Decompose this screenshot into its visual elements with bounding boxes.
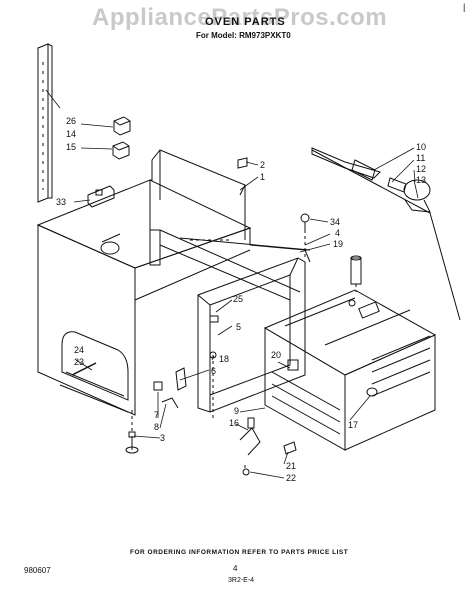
callout-6: 6	[211, 366, 216, 376]
callout-23: 23	[74, 357, 84, 367]
callout-18: 18	[219, 354, 229, 364]
part-3-leg	[125, 431, 139, 454]
callout-3: 3	[160, 433, 165, 443]
part-8-bracket	[161, 397, 179, 409]
callout-labels: 26 14 15 33 2 1 10 11 12 13 34 4 19 25 5…	[56, 116, 426, 483]
part-21-clip	[283, 441, 297, 455]
callout-19: 19	[333, 239, 343, 249]
part-16-valve	[239, 417, 261, 456]
callout-14: 14	[66, 129, 76, 139]
part-4-frame	[179, 237, 311, 263]
callout-11: 11	[416, 153, 425, 163]
watermark: AppliancePartsPros.com	[92, 4, 388, 31]
callout-7: 7	[154, 410, 159, 420]
leader-lines	[45, 89, 419, 479]
oven-cabinet	[36, 149, 301, 416]
part-2-clip	[237, 157, 248, 169]
callout-9: 9	[234, 406, 239, 416]
ordering-info: FOR ORDERING INFORMATION REFER TO PARTS …	[130, 549, 349, 556]
part-6-bracket	[175, 367, 187, 391]
diagram-title: OVEN PARTS	[205, 16, 286, 28]
callout-8: 8	[154, 422, 159, 432]
part-7-block	[153, 381, 163, 391]
callout-16: 16	[229, 418, 239, 428]
part-33-bracket	[87, 185, 115, 208]
callout-1: 1	[260, 172, 265, 182]
callout-33: 33	[56, 197, 66, 207]
callout-24: 24	[74, 345, 84, 355]
part-5-door-frame	[197, 257, 306, 413]
callout-4: 4	[335, 228, 340, 238]
callout-5: 5	[236, 322, 241, 332]
callout-20: 20	[271, 350, 281, 360]
part-22-screw	[242, 468, 250, 476]
callout-21: 21	[286, 461, 296, 471]
part-34-screw	[300, 213, 310, 230]
model-number: For Model: RM973PXKT0	[196, 31, 291, 40]
assembly-lines	[131, 230, 357, 470]
callout-13: 13	[416, 175, 426, 185]
callout-25: 25	[233, 294, 243, 304]
callout-2: 2	[260, 160, 265, 170]
callout-22: 22	[286, 473, 296, 483]
page-number: 4	[233, 564, 238, 573]
corner-mark: |	[463, 2, 466, 12]
part-10-13-assembly	[311, 147, 461, 321]
document-code: 980607	[24, 566, 51, 575]
part-14-block	[113, 116, 131, 136]
callout-10: 10	[416, 142, 426, 152]
oven-liner	[263, 289, 437, 451]
callout-34: 34	[330, 217, 340, 227]
callout-17: 17	[348, 420, 358, 430]
revision-stamp: 3R2-E-4	[228, 577, 255, 584]
callout-15: 15	[66, 142, 76, 152]
part-19-cylinder	[350, 255, 362, 285]
part-26-strip	[37, 43, 53, 203]
part-15-block	[112, 141, 130, 160]
callout-12: 12	[416, 164, 426, 174]
callout-26: 26	[66, 116, 76, 126]
